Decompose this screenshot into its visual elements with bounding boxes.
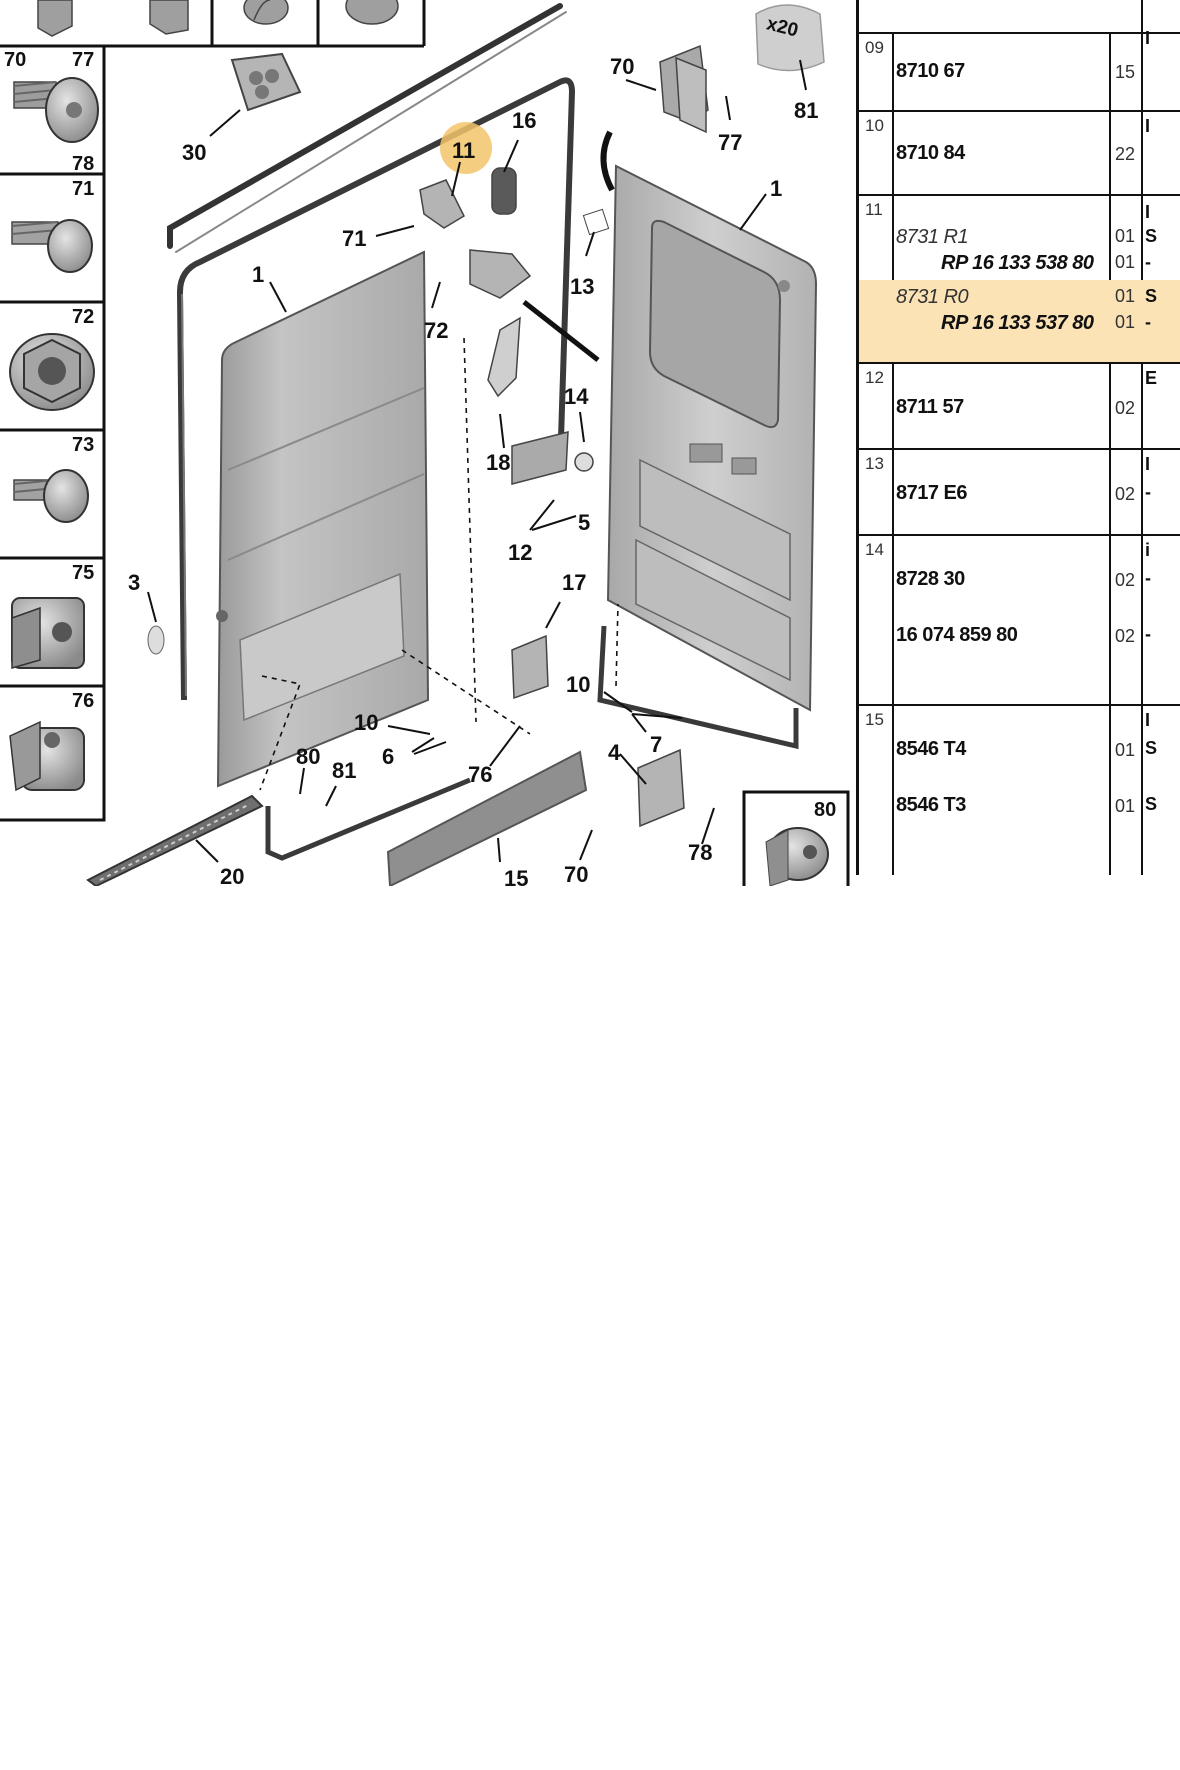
callout-3: 3 (128, 570, 140, 595)
callout-10-right: 10 (566, 672, 590, 697)
callout-5: 5 (578, 510, 590, 535)
dashed-guides (259, 337, 619, 791)
bolt-flange-icon (13, 77, 99, 143)
callout-13: 13 (570, 274, 594, 299)
flange-nut-icon (9, 333, 95, 411)
tile-78-label: 78 (72, 153, 94, 175)
lower-seal (265, 777, 471, 861)
fastener-sidebar (0, 44, 106, 822)
lock-mechanism (253, 0, 685, 828)
callout-77-top: 77 (718, 130, 742, 155)
inset-80-label: 80 (814, 799, 836, 821)
plug-clip-icon (9, 720, 85, 792)
callout-4: 4 (608, 740, 621, 765)
callout-14: 14 (564, 384, 589, 409)
callout-1-left: 1 (252, 262, 264, 287)
top-tile-row (104, 0, 426, 48)
parts-catalog-sheet: 70 77 78 71 72 73 75 76 (0, 0, 1180, 886)
callout-10-left: 10 (354, 710, 378, 735)
exploded-door-diagram: 70 77 78 71 72 73 75 76 (0, 0, 850, 886)
tile-71-label: 71 (72, 178, 94, 200)
fastener-box (230, 52, 302, 112)
hinge-bracket-top (659, 44, 709, 134)
leader-lines (147, 59, 807, 863)
tile-70-label: 70 (4, 49, 26, 71)
column-divider-qty (1109, 34, 1111, 875)
door-panel-interior (606, 164, 818, 712)
callout-72: 72 (424, 318, 448, 343)
callout-20: 20 (220, 864, 244, 886)
callout-1-right: 1 (770, 176, 782, 201)
threshold-seal (597, 625, 799, 750)
callout-76: 76 (468, 762, 492, 787)
callout-70-bottom: 70 (564, 862, 588, 886)
column-divider-code (1141, 0, 1143, 875)
table-row[interactable]: 12 8711 57 02 E (859, 364, 1180, 450)
callout-30: 30 (182, 140, 206, 165)
callout-11: 11 (452, 138, 475, 163)
tile-76-label: 76 (72, 690, 94, 712)
cropped-clip-icon (37, 0, 399, 37)
callout-70-top: 70 (610, 54, 634, 79)
table-row[interactable]: 11 8731 R1 01 I S RP 16 133 538 80 01 - (865, 200, 1158, 274)
callout-81-diagram: 81 (332, 758, 356, 783)
callout-17: 17 (562, 570, 586, 595)
cage-nut-icon (11, 597, 85, 669)
door-panel-exterior (216, 250, 430, 788)
tile-72-label: 72 (72, 306, 94, 328)
highlight-badge (440, 122, 492, 174)
column-divider-index (892, 34, 894, 875)
tile-75-label: 75 (72, 562, 94, 584)
bolt-icon (11, 219, 93, 273)
callout-78: 78 (688, 840, 712, 865)
fastener-pack-x20 (755, 4, 825, 72)
screw-icon (13, 469, 89, 523)
table-row[interactable]: 15 8546 T4 01 I S 8546 T3 01 S (865, 710, 1158, 816)
callout-80: 80 (296, 744, 320, 769)
callout-16: 16 (512, 108, 536, 133)
table-row[interactable]: 09 8710 67 15 I (859, 28, 1180, 112)
tile-73-label: 73 (72, 434, 94, 456)
upper-rail (167, 3, 567, 253)
door-seal-frame (176, 77, 576, 701)
callout-81-pack: 81 (794, 98, 818, 123)
table-row-highlighted[interactable]: 8731 R0 01 S RP 16 133 537 80 01 - (859, 280, 1180, 364)
inset-80-frame (742, 790, 850, 886)
trim-strip (386, 750, 588, 886)
callout-18: 18 (486, 450, 510, 475)
callout-71: 71 (342, 226, 366, 251)
parts-table: 09 8710 67 15 I 10 8710 84 22 I 11 8731 … (856, 0, 1180, 875)
plug-icon (765, 827, 829, 886)
callout-15: 15 (504, 866, 528, 886)
table-row[interactable]: 13 8717 E6 02 I - (859, 450, 1180, 536)
tile-77-label: 77 (72, 49, 94, 71)
table-header-row (859, 0, 1180, 34)
table-row[interactable]: 10 8710 84 22 I (859, 112, 1180, 196)
table-row[interactable]: 14 8728 30 02 i - 16 074 859 80 02 - (859, 536, 1180, 706)
callout-7: 7 (650, 732, 662, 757)
callout-6: 6 (382, 744, 394, 769)
callout-12: 12 (508, 540, 532, 565)
